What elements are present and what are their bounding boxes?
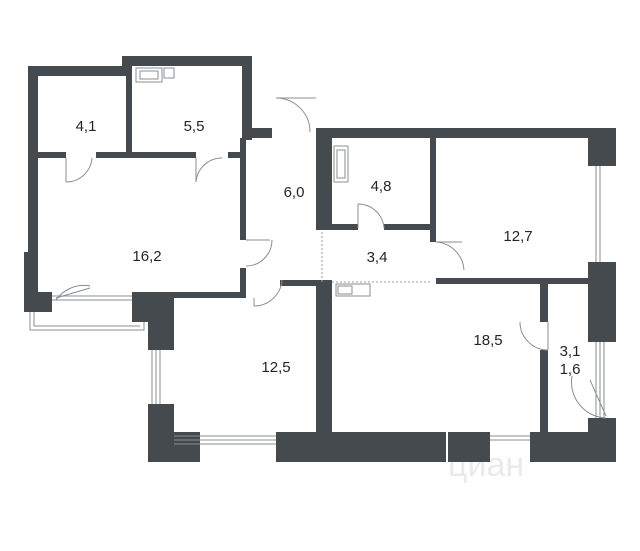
room-area-label: 1,6	[560, 361, 581, 378]
room-area-label: 12,7	[503, 228, 532, 245]
zone-borders	[321, 232, 430, 283]
doors	[55, 97, 607, 419]
room-area-label: 18,5	[473, 332, 502, 349]
room-area-label: 3,4	[367, 249, 388, 266]
room-area-label: 4,8	[371, 178, 392, 195]
room-area-label: 3,1	[560, 343, 581, 360]
walls	[24, 56, 616, 462]
windows	[29, 166, 605, 445]
room-area-label: 16,2	[132, 248, 161, 265]
inner-walls	[38, 66, 588, 434]
room-labels: 4,1 5,5 6,0 4,8 12,7 16,2 3,4 18,5 3,1 1…	[76, 118, 581, 378]
room-area-label: 12,5	[261, 359, 290, 376]
room-area-label: 6,0	[284, 184, 305, 201]
room-area-label: 5,5	[184, 118, 205, 135]
room-area-label: 4,1	[76, 118, 97, 135]
fixtures	[135, 67, 371, 297]
